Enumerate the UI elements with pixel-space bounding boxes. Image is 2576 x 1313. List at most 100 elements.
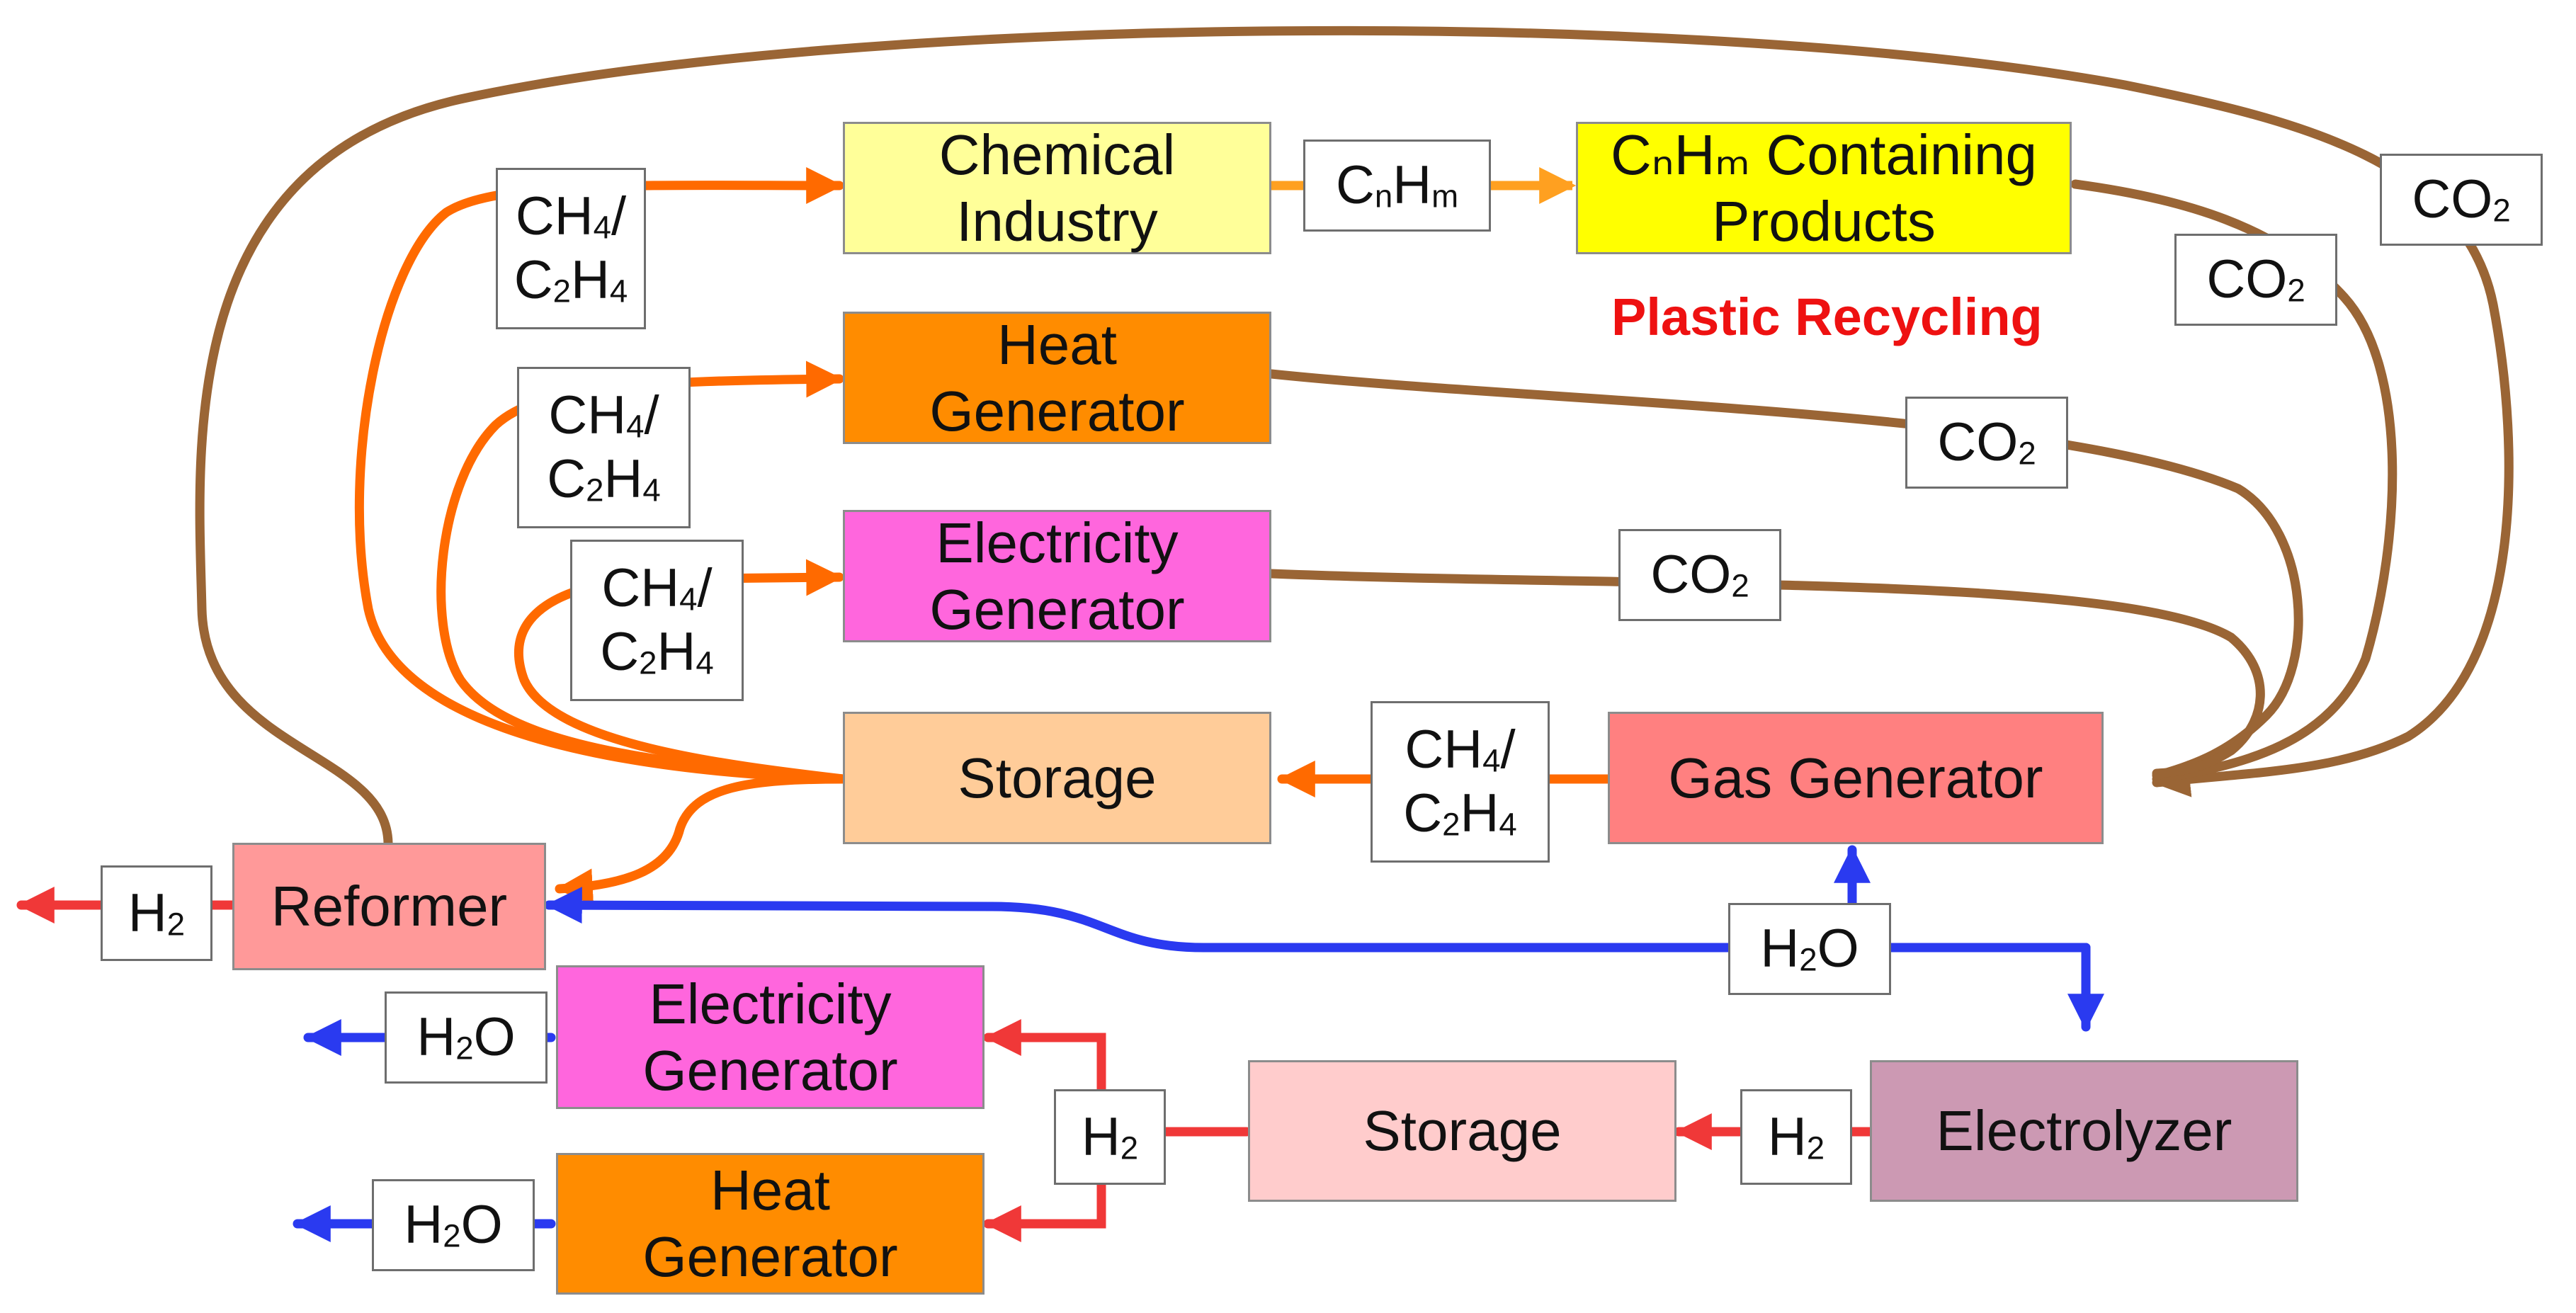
subscript: 4 xyxy=(609,273,628,309)
h2-label: H2 xyxy=(1054,1089,1166,1185)
formula-text: CH xyxy=(515,186,594,246)
label-text-line: H2 xyxy=(1082,1105,1138,1169)
h2-label: H2 xyxy=(1740,1089,1852,1185)
label-text-line: C2H4 xyxy=(1403,782,1517,846)
ch4-c2h4-label: CH4/C2H4 xyxy=(570,540,744,701)
subscript: 4 xyxy=(1482,742,1501,779)
node-text-line: Electrolyzer xyxy=(1936,1099,2232,1162)
label-text-line: CH4/ xyxy=(548,384,659,448)
subscript: 2 xyxy=(2492,192,2511,229)
co2-label: CO2 xyxy=(1618,529,1781,621)
label-text-line: H2 xyxy=(128,882,185,945)
subscript: 2 xyxy=(1120,1129,1139,1166)
label-text-line: C2H4 xyxy=(514,249,628,312)
subscript: 2 xyxy=(552,273,571,309)
co2-label: CO2 xyxy=(2380,154,2543,246)
formula-text: CH xyxy=(1405,720,1483,780)
node-text-line: Heat xyxy=(997,312,1117,376)
storage-bottom-node: Storage xyxy=(1248,1060,1676,1202)
label-text-line: C2H4 xyxy=(547,448,661,511)
node-text-line: Gas Generator xyxy=(1668,746,2043,809)
ch4-c2h4-label: CH4/C2H4 xyxy=(517,367,691,528)
node-text-line: Generator xyxy=(642,1038,898,1102)
co2-flows xyxy=(195,25,2514,848)
storage-to-reformer-flow xyxy=(555,774,848,906)
formula-text: O xyxy=(460,1195,503,1255)
label-text-line: H2O xyxy=(404,1193,502,1257)
subscript: 2 xyxy=(639,644,657,681)
formula-text: / xyxy=(611,186,627,246)
cnhm-label: CnHm xyxy=(1303,140,1491,232)
h2-storage-to-split-flow xyxy=(983,1019,1252,1137)
formula-text: H xyxy=(404,1195,443,1255)
subscript: 2 xyxy=(586,472,604,508)
label-text-line: H2O xyxy=(1760,917,1859,981)
subscript: 4 xyxy=(1499,806,1517,843)
ch4-c2h4-label: CH4/C2H4 xyxy=(496,168,646,329)
formula-text: CO xyxy=(2206,249,2288,309)
formula-text: H xyxy=(571,250,610,310)
storage-top-node: Storage xyxy=(843,712,1271,844)
subscript: 2 xyxy=(455,1030,474,1067)
co2-label: CO2 xyxy=(2174,234,2337,326)
formula-text: C xyxy=(1335,155,1375,215)
subscript: 4 xyxy=(626,408,645,445)
label-text-line: H2 xyxy=(1768,1105,1825,1169)
subscript: 4 xyxy=(593,209,611,246)
h2o-label: H2O xyxy=(385,991,547,1084)
electrolyzer-node: Electrolyzer xyxy=(1870,1060,2298,1202)
formula-text: CH xyxy=(548,385,627,445)
co2-reformer-loop-flow xyxy=(195,25,2514,848)
formula-text: H xyxy=(416,1007,456,1067)
co2-label: CO2 xyxy=(1905,397,2068,489)
node-text-line: Storage xyxy=(958,746,1157,809)
h2o-label: H2O xyxy=(1728,903,1891,995)
node-text-line: Chemical xyxy=(938,123,1176,186)
formula-text: CO xyxy=(1650,545,1732,605)
formula-text: H xyxy=(1392,155,1432,215)
h2-label: H2 xyxy=(101,865,212,961)
formula-text: / xyxy=(644,385,659,445)
formula-text: H xyxy=(1760,919,1800,979)
node-text-line: Heat xyxy=(710,1159,830,1222)
subscript: 2 xyxy=(166,905,186,942)
label-text-line: CO2 xyxy=(2206,248,2305,312)
formula-text: O xyxy=(473,1007,516,1067)
co2-electricity-flow xyxy=(1266,569,2265,778)
label-text-line: CH4/ xyxy=(516,185,626,249)
formula-text: H xyxy=(657,622,696,682)
formula-text: H xyxy=(1460,783,1499,843)
formula-text: C xyxy=(1403,783,1443,843)
subscript: 4 xyxy=(642,472,661,508)
storage-to-electricity-flow xyxy=(514,559,848,784)
subscript: 2 xyxy=(1806,1129,1825,1166)
formula-text: O xyxy=(1817,919,1859,979)
formula-text: C xyxy=(600,622,640,682)
label-text-line: H2O xyxy=(416,1006,515,1069)
node-text-line: Industry xyxy=(956,189,1158,253)
h2o-label: H2O xyxy=(372,1179,535,1271)
reformer-node: Reformer xyxy=(232,843,546,970)
subscript: 2 xyxy=(1731,567,1749,604)
label-text-line: CO2 xyxy=(1937,411,2036,474)
label-text-line: CnHm xyxy=(1336,154,1458,217)
formula-text: / xyxy=(1500,720,1516,780)
subscript: n xyxy=(1374,178,1393,215)
co2-products-flow xyxy=(2070,179,2398,784)
node-text-line: Electricity xyxy=(936,511,1179,574)
plastic-recycling-title: Plastic Recycling xyxy=(1611,288,2043,346)
label-text-line: C2H4 xyxy=(600,620,714,684)
formula-text: CO xyxy=(2412,169,2493,229)
subscript: 2 xyxy=(1799,941,1817,978)
label-text-line: CH4/ xyxy=(601,557,712,620)
formula-text: CO xyxy=(1937,412,2019,472)
node-text-line: Generator xyxy=(642,1225,898,1288)
subscript: 2 xyxy=(443,1217,461,1254)
formula-text: H xyxy=(127,882,167,943)
